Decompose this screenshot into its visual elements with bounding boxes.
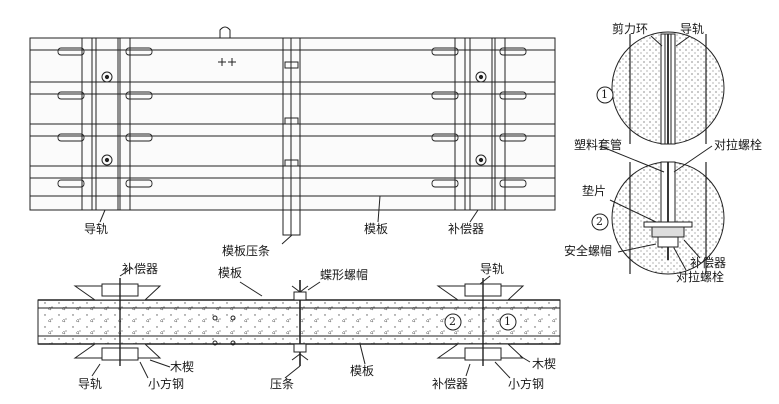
label-washer: 垫片 [582,184,607,198]
label-shear-ring: 剪力环 [612,22,649,36]
label-guide-rail-section-left: 导轨 [78,377,103,391]
label-press-strip: 压条 [270,377,295,391]
label-guide-rail-plan: 导轨 [84,222,109,236]
detail-number-2: 2 [596,215,603,228]
label-guide-rail-section-right: 导轨 [480,262,505,276]
label-tie-bolt-1: 对拉螺栓 [714,138,763,152]
label-safety-nut: 安全螺帽 [564,244,613,258]
label-wood-wedge-left: 木楔 [170,360,195,374]
label-compensator-bottom: 补偿器 [432,377,469,391]
label-small-square-steel-left: 小方钢 [148,377,185,391]
detail-number-1: 1 [601,88,608,101]
section-marker-2: 2 [449,315,456,328]
label-compensator-detail: 补偿器 [690,256,727,270]
label-formwork-plan: 模板 [364,222,389,236]
label-tie-bolt-2: 对拉螺栓 [676,270,725,284]
label-butterfly-nut: 蝶形螺帽 [320,268,369,282]
label-guide-rail-detail: 导轨 [680,22,705,36]
section-marker-1: 1 [504,315,511,328]
detail-circle-1 [611,31,725,145]
label-plastic-sleeve: 塑料套管 [574,138,623,152]
plan-view [29,26,556,245]
label-compensator-plan: 补偿器 [448,222,485,236]
label-formwork-bottom: 模板 [350,364,375,378]
label-formwork-press-strip: 模板压条 [222,244,271,258]
label-wood-wedge-right: 木楔 [532,357,557,371]
detail-circle-2 [599,145,725,275]
detail-markers [444,86,614,331]
label-formwork-section: 模板 [218,266,243,280]
label-compensator-left: 补偿器 [122,262,159,276]
section-view [37,267,561,379]
label-small-square-steel-right: 小方钢 [508,377,545,391]
